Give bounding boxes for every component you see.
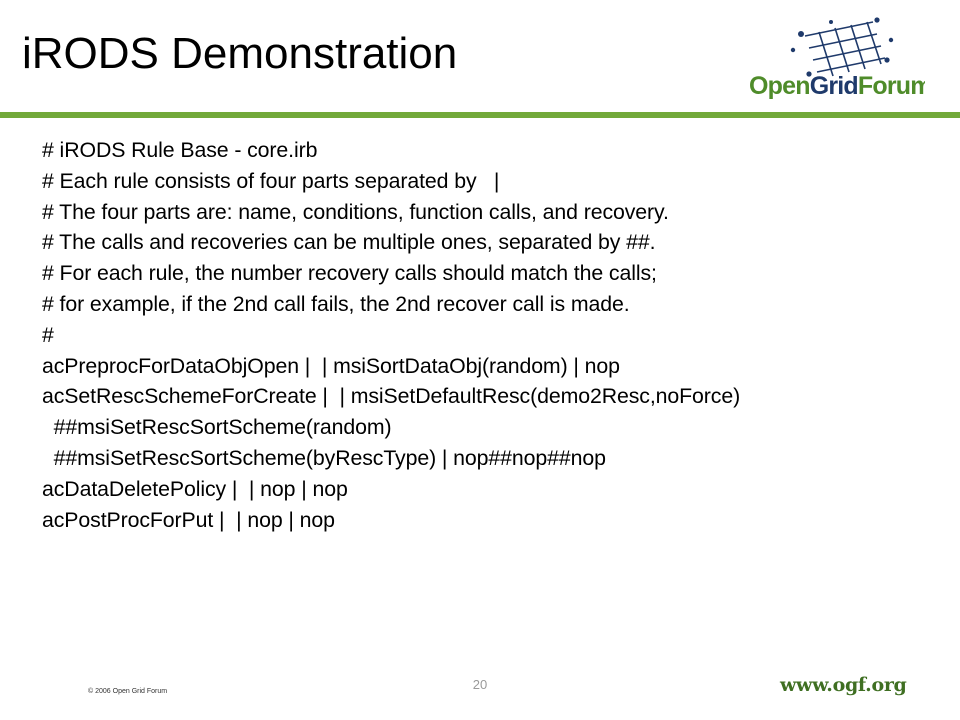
code-line: # For each rule, the number recovery cal… [42,261,657,286]
code-line: # The calls and recoveries can be multip… [42,230,656,255]
logo-text-forum: Forum [858,72,925,100]
title-divider-bar [0,112,960,118]
svg-text:OpenGridForum: OpenGridForum [749,72,925,100]
page-number: 20 [472,677,488,692]
code-line: acDataDeletePolicy | | nop | nop [42,476,348,501]
code-line: acPreprocForDataObjOpen | | msiSortDataO… [42,353,620,378]
grid-dots-logo-icon: OpenGridForum [749,17,925,100]
code-line: # iRODS Rule Base - core.irb [42,138,318,162]
open-grid-forum-logo: OpenGridForum [745,14,925,106]
logo-text-open: Open [749,72,810,100]
copyright-notice: © 2006 Open Grid Forum [88,688,168,695]
code-line: # [42,322,54,347]
logo-text-grid: Grid [810,72,858,100]
website-link[interactable]: www.ogf.org [780,674,907,696]
code-line: acPostProcForPut | | nop | nop [42,507,335,532]
slide-title: iRODS Demonstration [22,29,458,78]
code-block: # iRODS Rule Base - core.irb # Each rule… [42,135,942,535]
code-line: acSetRescSchemeForCreate | | msiSetDefau… [42,384,741,409]
code-line: ##msiSetRescSortScheme(byRescType) | nop… [42,445,606,470]
code-line: # Each rule consists of four parts separ… [42,168,500,193]
code-line: # for example, if the 2nd call fails, th… [42,291,630,316]
code-line: ##msiSetRescSortScheme(random) [42,415,392,440]
code-line: # The four parts are: name, conditions, … [42,199,669,224]
